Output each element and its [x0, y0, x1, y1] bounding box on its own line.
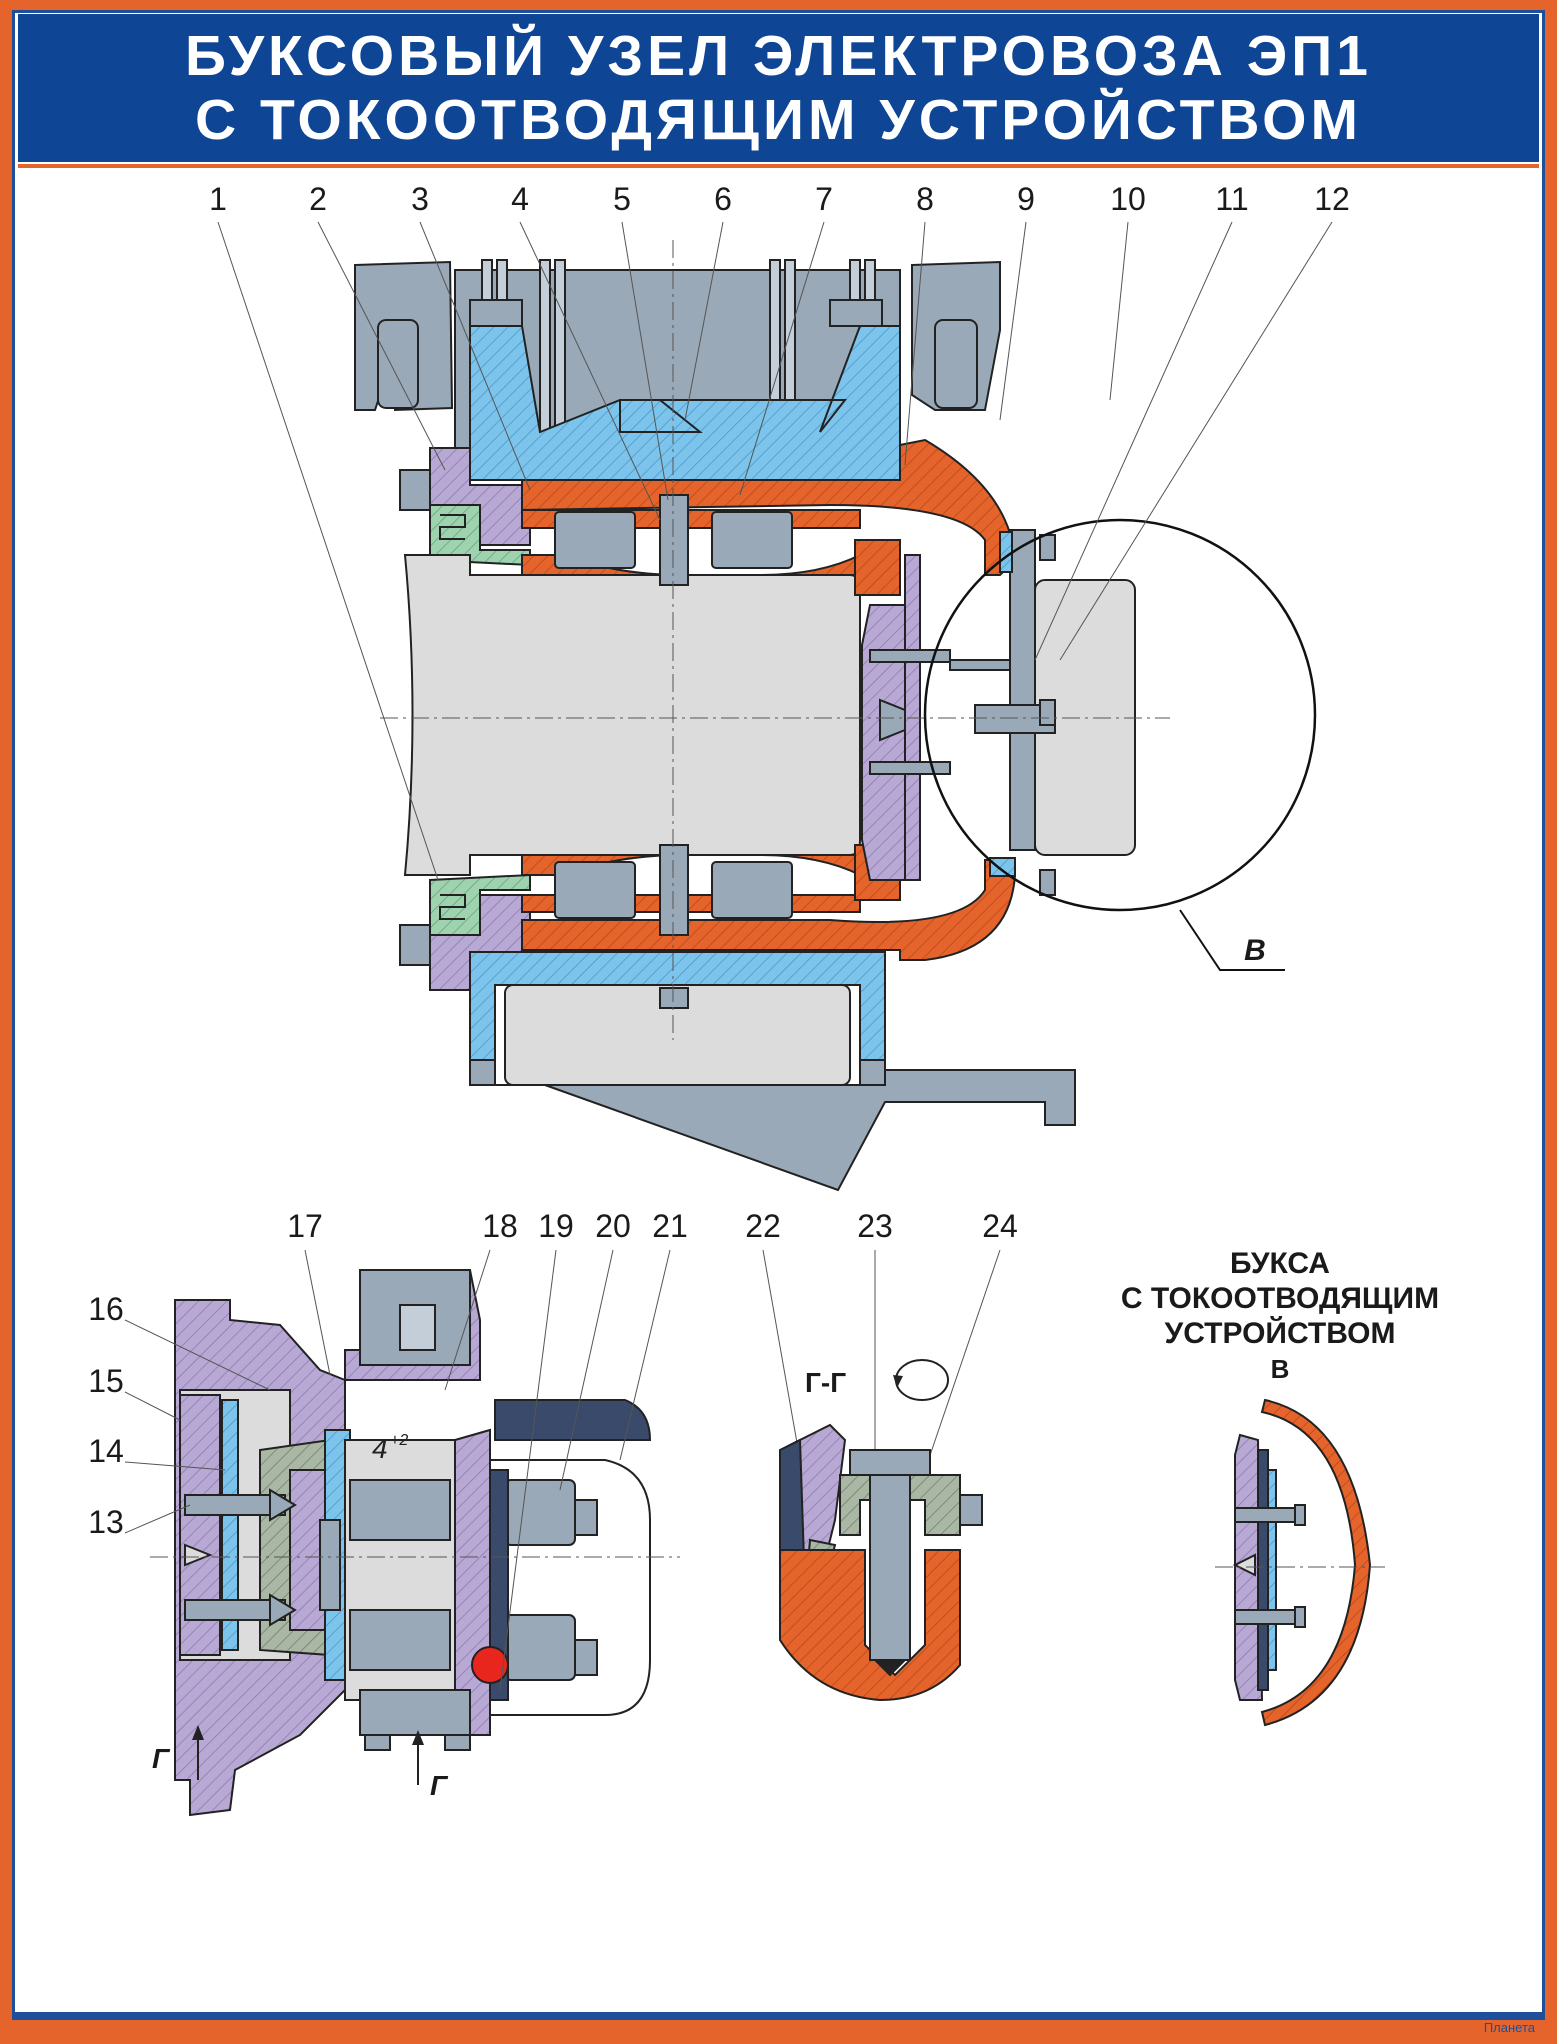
callout-13: 13 — [88, 1504, 124, 1540]
section-bolt-tip — [872, 1659, 908, 1677]
callout-6: 6 — [714, 181, 732, 217]
left-frame-pad — [377, 319, 419, 409]
front-cover — [861, 604, 906, 881]
inset-bolts — [1234, 1504, 1306, 1628]
detail-b-leader — [1179, 909, 1285, 971]
section-bolt-shank — [869, 1474, 911, 1661]
callout-11: 11 — [1215, 181, 1248, 217]
detail-center-point — [184, 1543, 213, 1567]
saddle-center — [619, 399, 703, 433]
collector-gasket-bottom — [989, 857, 1016, 877]
detail-bottom-bracket — [359, 1689, 471, 1751]
rotation-arrow — [893, 1375, 903, 1388]
inset-caption-line4: В — [1271, 1354, 1290, 1384]
top-leader-lines — [217, 221, 1333, 881]
roller-set — [554, 494, 793, 936]
title-rule — [18, 164, 1539, 168]
callout-17: 17 — [287, 1208, 323, 1244]
publisher-logo: Планета — [1483, 2020, 1535, 2035]
callout-9: 9 — [1017, 181, 1035, 217]
inset-center-point — [1232, 1553, 1256, 1577]
lower-bracket — [544, 1069, 1076, 1192]
right-top-bolt — [829, 299, 883, 327]
section-arrow-left-head — [192, 1725, 204, 1740]
section-g-g: Г-Г — [778, 1359, 983, 1702]
title-line-2: С ТОКООТВОДЯЩИМ УСТРОЙСТВОМ — [194, 88, 1362, 152]
left-nut-bottom — [399, 924, 431, 966]
detail-dark-plate — [489, 1469, 509, 1701]
collector-gasket-top — [999, 531, 1013, 573]
section-housing — [779, 1549, 961, 1702]
title-line-1: БУКСОВЫЙ УЗЕЛ ЭЛЕКТРОВОЗА ЭП1 — [185, 24, 1372, 88]
inset-caption-line2: С ТОКООТВОДЯЩИМ — [1121, 1282, 1439, 1315]
inset-b: БУКСА С ТОКООТВОДЯЩИМ УСТРОЙСТВОМ В — [1121, 1247, 1439, 1727]
callout-12: 12 — [1314, 181, 1350, 217]
callout-2: 2 — [309, 181, 327, 217]
callout-20: 20 — [595, 1208, 631, 1244]
section-side-nut — [959, 1494, 983, 1526]
inset-caption-line3: УСТРОЙСТВОМ — [1165, 1316, 1396, 1350]
detail-nuts — [504, 1479, 598, 1681]
rotation-symbol — [895, 1359, 949, 1401]
bottom-rule — [12, 2012, 1545, 2018]
detail-studs — [184, 1488, 297, 1627]
labyrinth-grooves — [439, 514, 466, 920]
callout-1: 1 — [209, 181, 227, 217]
callout-24: 24 — [982, 1208, 1018, 1244]
callout-18: 18 — [482, 1208, 518, 1244]
top-callout-group: 1 2 3 4 5 6 7 8 9 10 11 12 — [209, 181, 1350, 217]
axlebox-housing-top — [521, 438, 1017, 576]
detail-rollers — [319, 1479, 451, 1671]
right-frame-pad — [934, 319, 978, 409]
dimension-tolerance: +2 — [390, 1432, 408, 1449]
left-top-bolt — [469, 299, 523, 327]
detail-view-b: Г Г 4 +2 — [150, 1269, 680, 1817]
detail-gasket — [221, 1399, 239, 1651]
section-label: Г-Г — [805, 1367, 846, 1398]
callout-22: 22 — [745, 1208, 781, 1244]
callout-3: 3 — [411, 181, 429, 217]
dimension-base: 4 — [372, 1433, 388, 1464]
callout-4: 4 — [511, 181, 529, 217]
inset-dark-plate — [1257, 1449, 1269, 1691]
callout-14: 14 — [88, 1433, 124, 1469]
section-bolt-head — [849, 1449, 931, 1476]
callout-7: 7 — [815, 181, 833, 217]
collector-plate — [1009, 529, 1036, 851]
inset-shell — [1260, 1398, 1372, 1727]
left-nut-top — [399, 469, 431, 511]
callout-10: 10 — [1110, 181, 1146, 217]
section-marker-right: Г — [430, 1770, 449, 1801]
callout-19: 19 — [538, 1208, 574, 1244]
callout-21: 21 — [652, 1208, 688, 1244]
main-axlebox-assembly — [354, 240, 1317, 1192]
detail-bolt-core — [399, 1304, 436, 1351]
section-arrow-right-head — [412, 1730, 424, 1745]
lower-drain-plug — [659, 987, 689, 1009]
inset-gasket — [1267, 1469, 1277, 1671]
callout-15: 15 — [88, 1363, 124, 1399]
detail-circle-b — [923, 518, 1317, 912]
detail-b-label: В — [1244, 934, 1266, 967]
inset-caption-line1: БУКСА — [1230, 1247, 1330, 1280]
callout-5: 5 — [613, 181, 631, 217]
callout-8: 8 — [916, 181, 934, 217]
detail-dark-cap — [494, 1399, 652, 1441]
detail-orange-shell — [490, 1459, 651, 1716]
title-banner: БУКСОВЫЙ УЗЕЛ ЭЛЕКТРОВОЗА ЭП1 С ТОКООТВО… — [18, 14, 1539, 162]
callout-23: 23 — [857, 1208, 893, 1244]
callout-16: 16 — [88, 1291, 124, 1327]
detail-callout-group: 17 18 19 20 21 22 23 24 16 15 14 13 — [88, 1208, 1018, 1540]
axle-journal — [403, 554, 861, 876]
collector-brush — [879, 698, 906, 742]
end-spacer-top — [854, 539, 901, 596]
detail-red-mark — [471, 1646, 509, 1684]
collector-bolts — [869, 534, 1056, 896]
section-marker-left: Г — [152, 1743, 171, 1774]
